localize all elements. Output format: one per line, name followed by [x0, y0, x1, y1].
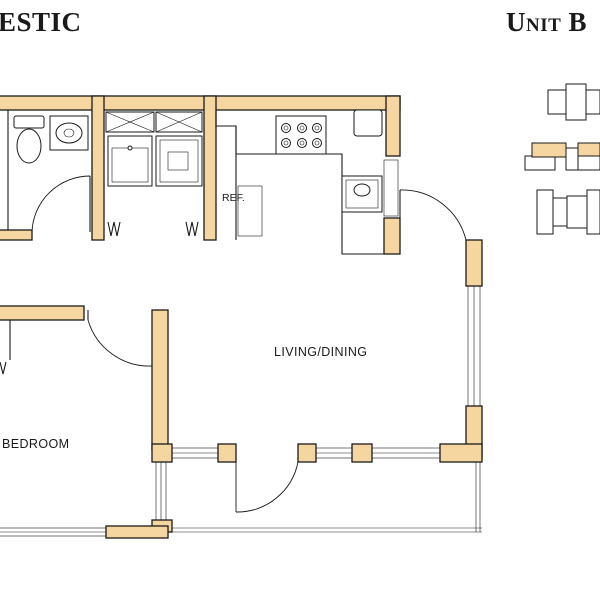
room-label-bedroom: BEDROOM: [2, 437, 69, 451]
plan-title-left: ESTIC: [0, 7, 82, 37]
bedroom-closet: [0, 320, 11, 375]
plan-title-right: Unit B: [506, 7, 587, 37]
kitchen: [215, 109, 399, 255]
bathroom: [7, 110, 91, 233]
key-plan: [524, 83, 600, 235]
lower-walls: [0, 239, 483, 539]
patio-door-swing: [235, 461, 299, 513]
bedroom-door-swing: [87, 319, 153, 367]
room-label-living-dining: LIVING/DINING: [274, 345, 367, 359]
ref-label: REF.: [222, 192, 245, 204]
laundry: [105, 111, 203, 237]
upper-walls: [0, 95, 401, 255]
patio: [172, 462, 482, 533]
kitchen-door-swing: [399, 189, 467, 241]
windows: [0, 285, 481, 537]
